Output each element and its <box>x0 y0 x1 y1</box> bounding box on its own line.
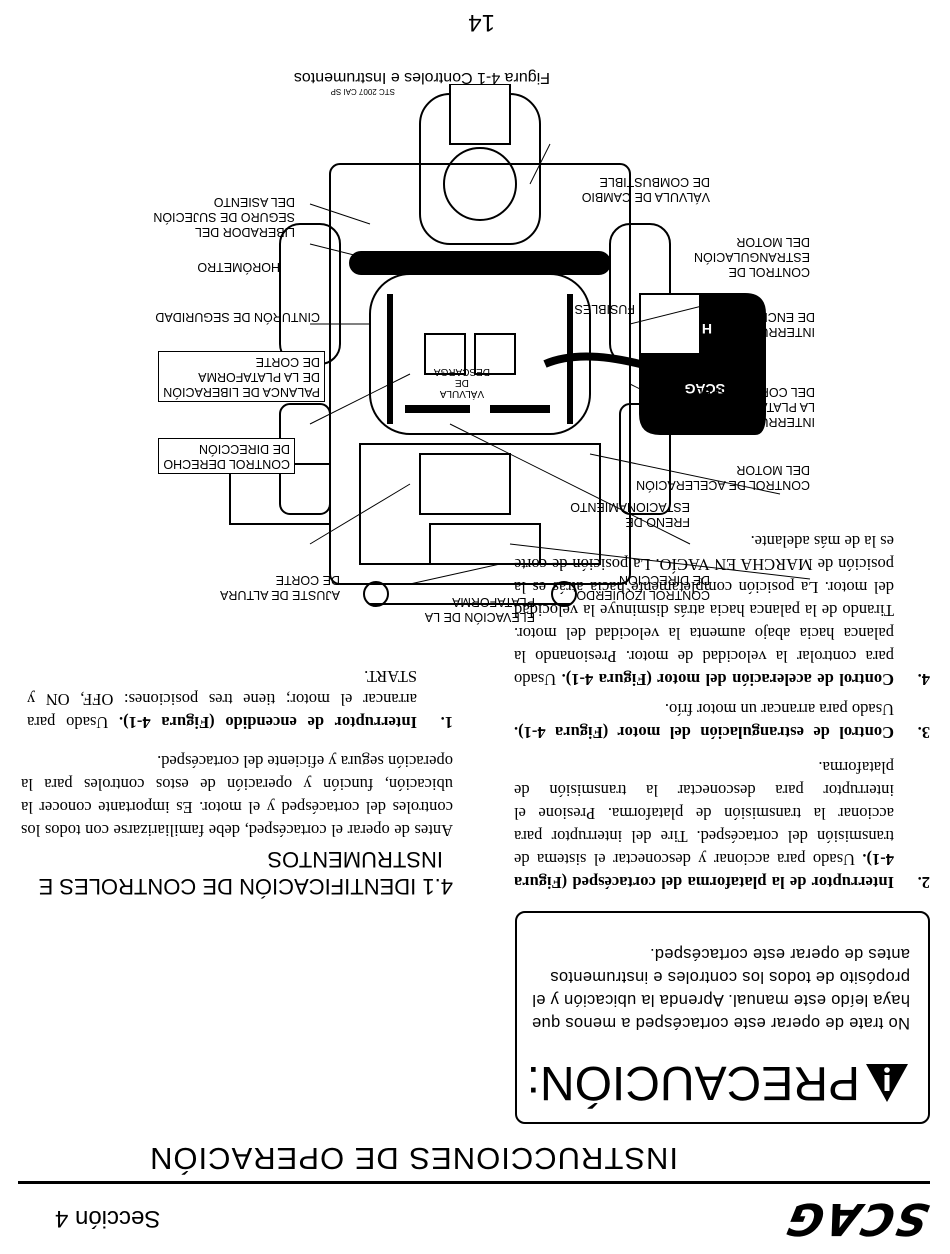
item-title: Control de estrangulación del motor (Fig… <box>514 723 894 742</box>
mower-diagram: SCAG H I <box>229 84 811 607</box>
controls-figure: SCAG H I CONTROL IZQUIERDO <box>20 44 930 624</box>
header-rule <box>18 1181 930 1184</box>
figure-code: STC 2007 CAI SP <box>330 87 395 96</box>
item-number: 3. <box>917 723 930 742</box>
label-cinturon: CINTURÓN DE SEGURIDAD <box>155 310 320 324</box>
caution-line: antes de operar este cortacésped. <box>649 945 910 963</box>
section-number: 4.1 <box>422 874 453 899</box>
item-title: Control de aceleración del motor (Figura… <box>561 670 894 689</box>
item-text: Usado para arrancar un motor frío. <box>664 700 894 719</box>
caution-text: No trate de operar este cortacésped a me… <box>525 942 910 1034</box>
caution-line: propósito de todos los controles e instr… <box>550 968 910 986</box>
list-item-3: 3. Control de estrangulación del motor (… <box>510 694 930 744</box>
caution-heading: PRECAUCIÓN: <box>526 1056 860 1109</box>
caution-line: haya leído este manual. Aprenda la ubica… <box>532 991 910 1009</box>
caution-box: PRECAUCIÓN: No trate de operar este cort… <box>515 911 930 1124</box>
page-number: 14 <box>468 9 495 36</box>
item-number: 2. <box>917 873 930 892</box>
label-fusibles: FUSIBLES <box>574 302 635 316</box>
section-title-line: INSTRUMENTOS <box>267 847 443 872</box>
list-item-1: 1. Interruptor de encendido (Figura 4-1)… <box>21 654 453 734</box>
item-text: Usado para accionar y desconectar el sis… <box>513 758 894 869</box>
item-number: 1. <box>440 713 453 732</box>
panel-mark: SCAG <box>684 381 725 397</box>
item-title: Interruptor de encendido (Figura 4-1). <box>119 713 417 732</box>
item-body: Interruptor de encendido (Figura 4-1). U… <box>27 665 417 734</box>
caution-line: No trate de operar este cortacésped a me… <box>531 1014 910 1032</box>
intro-paragraph: Antes de operar el cortacésped, debe fam… <box>21 752 453 840</box>
list-item-2: 2. Interruptor de la plataforma del cort… <box>510 744 930 894</box>
section-4-1-title: 4.1 IDENTIFICACIÓN DE CONTROLES E INSTRU… <box>39 846 453 900</box>
label-horometro: HORÓMETRO <box>197 260 280 274</box>
page-title: INSTRUCCIONES DE OPERACIÓN <box>149 1141 678 1176</box>
section-title-line: IDENTIFICACIÓN DE CONTROLES E <box>38 874 417 899</box>
scag-logo: SCAG <box>780 1193 934 1244</box>
svg-text:H: H <box>702 321 712 337</box>
section-label: Sección 4 <box>55 1205 161 1232</box>
item-body: Interruptor de la plataforma del cortacé… <box>514 756 894 894</box>
item-number: 4. <box>917 670 930 689</box>
svg-text:I: I <box>678 321 682 337</box>
warning-triangle-icon <box>866 1064 908 1102</box>
figure-caption: Figura 4-1 Controles e Instrumentos <box>293 69 550 86</box>
item-body: Control de estrangulación del motor (Fig… <box>514 698 894 744</box>
